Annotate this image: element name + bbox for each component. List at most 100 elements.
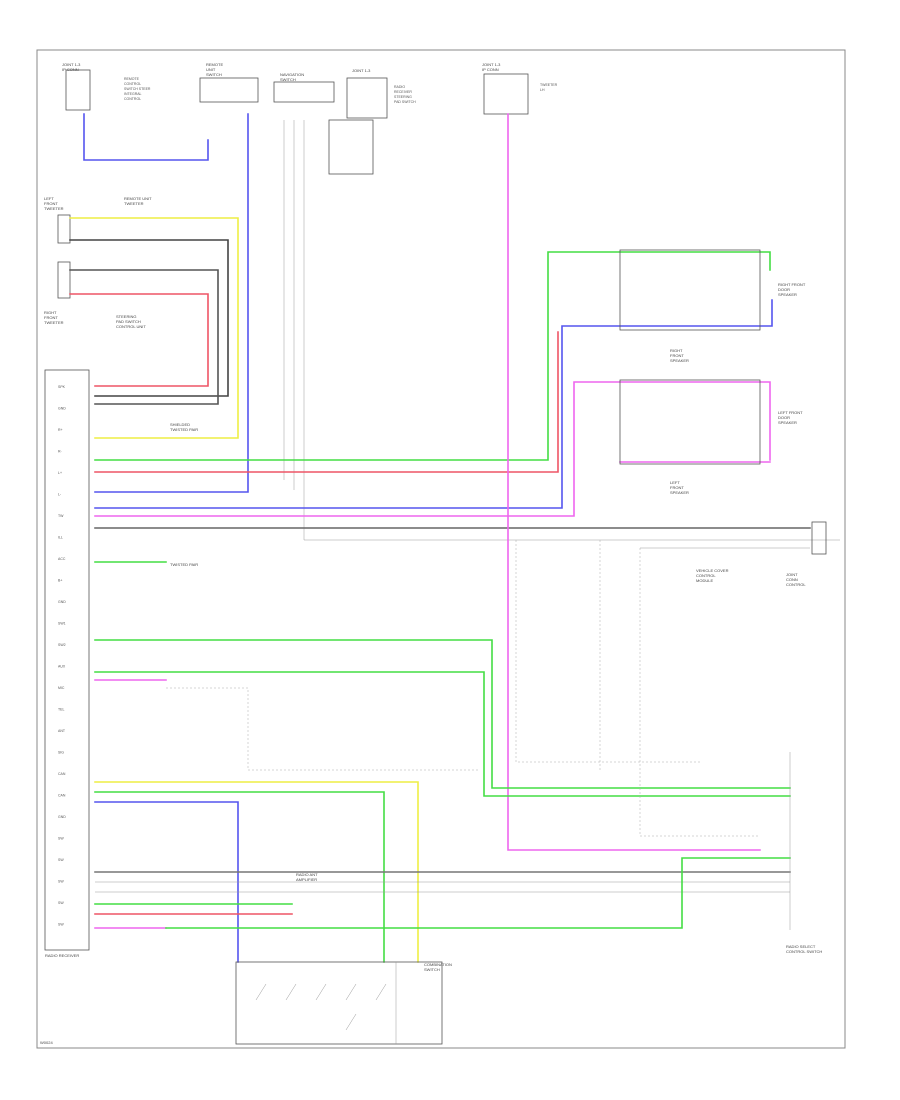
right-speakers: RIGHT FRONT DOOR SPEAKER RIGHT FRONT SPE…	[619, 249, 806, 495]
connector-box	[811, 521, 827, 555]
diagram-code: W0024	[40, 1040, 53, 1045]
speaker-label: FRONT	[44, 315, 58, 320]
wire-blue	[94, 801, 239, 963]
speaker-label: SPEAKER	[778, 420, 797, 425]
pin-label: SW2	[58, 643, 66, 647]
wire-green	[94, 639, 791, 789]
speaker-label: SPEAKER	[670, 490, 689, 495]
component-label: CONTROL	[124, 97, 141, 101]
component-box	[273, 81, 335, 103]
wire-gray	[515, 540, 700, 763]
amp-label: RADIO ANT	[296, 872, 318, 877]
pin-label: SIG	[58, 751, 64, 755]
speaker-box	[57, 261, 71, 299]
pin-label: SW1	[58, 622, 66, 626]
top-components: JOINT 1-3 IP CONN REMOTE CONTROL SWITCH …	[62, 62, 558, 175]
side-note: CONTROL	[786, 582, 806, 587]
pin-label: ANT	[58, 729, 66, 733]
speaker-box	[57, 214, 71, 244]
pin-label: SW	[58, 837, 64, 841]
component-box	[328, 119, 374, 175]
joint-label: TWEETER	[124, 201, 144, 206]
diagram-frame	[36, 49, 846, 1049]
speaker-label: RIGHT FRONT	[778, 282, 806, 287]
pin-label: AUX	[58, 665, 66, 669]
side-note: JOINT	[786, 572, 798, 577]
pin-label: SW	[58, 901, 64, 905]
pin-label: GND	[58, 600, 66, 604]
component-label: IP CONN	[62, 67, 79, 72]
component-label: SWITCH	[206, 72, 222, 77]
speaker-label: SPEAKER	[670, 358, 689, 363]
wire-gray	[639, 548, 760, 837]
speaker-label: DOOR	[778, 287, 790, 292]
wire-black	[69, 269, 219, 405]
pin-label: GND	[58, 407, 66, 411]
component-box	[65, 69, 91, 111]
wire-blue	[94, 113, 249, 493]
wires	[69, 113, 840, 963]
component-label: JOINT 1-3	[352, 68, 371, 73]
wire-green	[94, 791, 385, 963]
speaker-label: FRONT	[44, 201, 58, 206]
component-label: JOINT 1-3	[482, 62, 501, 67]
component-label: STEERING	[394, 95, 412, 99]
joint-label: PAD SWITCH	[116, 319, 141, 324]
wire-gray	[303, 120, 840, 541]
annotation: TWISTED PAIR	[170, 562, 198, 567]
pin-label: GND	[58, 815, 66, 819]
switch-label: COMBINATION	[424, 962, 452, 967]
component-label: SWITCH	[280, 77, 296, 82]
speaker-label: RIGHT	[670, 348, 683, 353]
wire-blue	[94, 299, 773, 509]
component-label: NAVIGATION	[280, 72, 304, 77]
pin-label: R+	[58, 428, 63, 432]
amp-label: AMPLIFIER	[296, 877, 317, 882]
component-label: REMOTE	[124, 77, 140, 81]
wire-gray	[166, 687, 480, 771]
side-note: CONTROL	[696, 573, 716, 578]
pin-label: SW	[58, 923, 64, 927]
pin-label: R-	[58, 450, 63, 454]
wire-pink	[94, 381, 771, 517]
speaker-box	[619, 249, 761, 331]
pin-label: CAN	[58, 772, 66, 776]
pin-label: ILL	[58, 536, 63, 540]
component-label: CONTROL	[124, 82, 141, 86]
speaker-label: RIGHT	[44, 310, 57, 315]
component-box	[483, 73, 529, 115]
switch-box	[235, 961, 443, 1045]
joint-label: STEERING	[116, 314, 136, 319]
pin-labels: SPKGNDR+R-L+L-TWILLACCB+GNDSW1SW2AUXMICT…	[58, 385, 66, 927]
component-label: SWITCH STEER	[124, 87, 151, 91]
component-label: RADIO	[394, 85, 405, 89]
speaker-label: LEFT FRONT	[778, 410, 803, 415]
pin-label: ACC	[58, 557, 66, 561]
switch-label: SWITCH	[424, 967, 440, 972]
component-label: TWEETER	[540, 83, 558, 87]
module-label: CONTROL SWITCH	[786, 949, 822, 954]
side-note: MODULE	[696, 578, 713, 583]
speaker-label: LEFT	[670, 480, 680, 485]
side-note: CONN	[786, 577, 798, 582]
combination-switch: COMBINATION SWITCH RADIO ANT AMPLIFIER	[235, 872, 452, 1045]
pin-label: TW	[58, 514, 64, 518]
radio-receiver-box	[44, 369, 90, 951]
pin-label: CAN	[58, 794, 66, 798]
speaker-label: LEFT	[44, 196, 54, 201]
component-label: REMOTE	[206, 62, 223, 67]
pin-label: SPK	[58, 385, 66, 389]
component-label: IP CONN	[482, 67, 499, 72]
wire-pink	[507, 113, 761, 851]
wire-green	[94, 671, 791, 797]
joint-label: CONTROL UNIT	[116, 324, 146, 329]
speaker-box	[619, 379, 761, 465]
pin-label: TEL	[58, 708, 64, 712]
component-label: LH	[540, 88, 545, 92]
radio-receiver-label: RADIO RECEIVER	[45, 953, 79, 958]
wire-green	[94, 251, 771, 461]
pin-label: L+	[58, 471, 62, 475]
component-label: UNIT	[206, 67, 216, 72]
wire-yellow	[69, 217, 239, 439]
